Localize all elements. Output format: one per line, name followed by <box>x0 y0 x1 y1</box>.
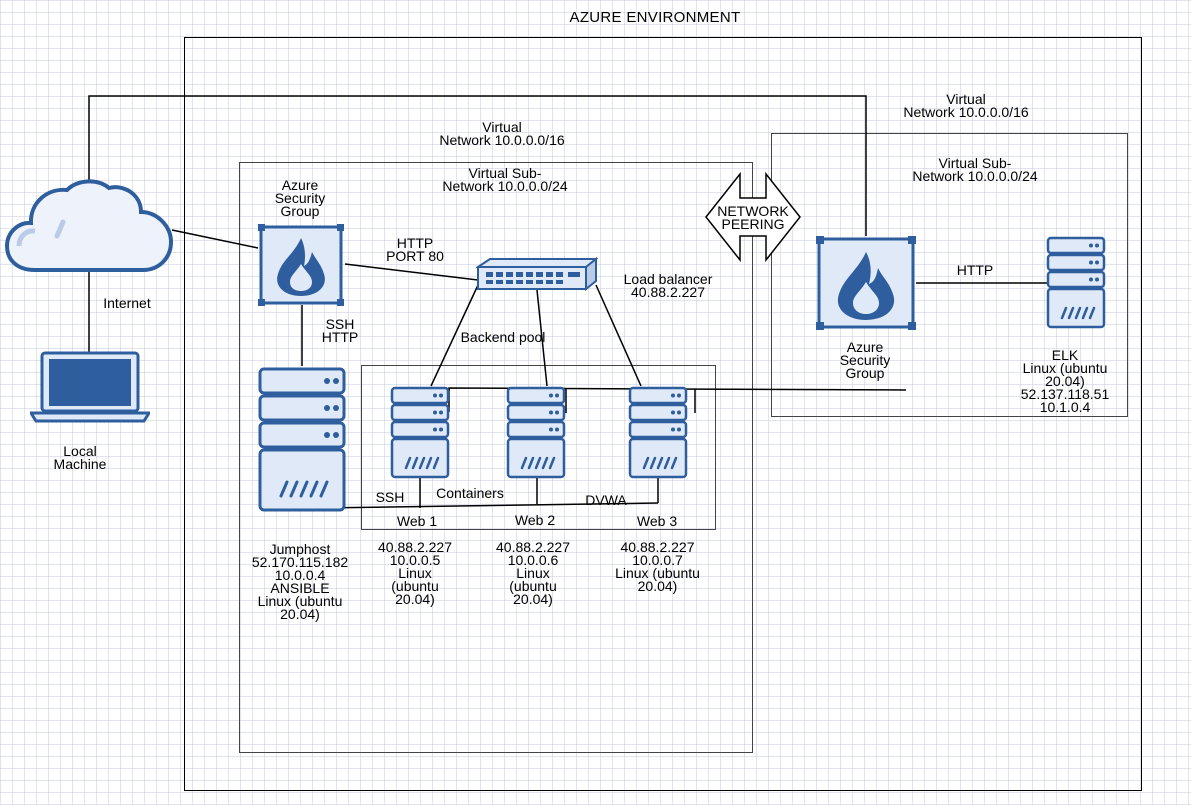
vnet-right-label: Virtual Network 10.0.0.0/16 <box>903 91 1029 120</box>
cloud-to-nsg-line <box>171 229 259 249</box>
nsg-to-switch-line <box>344 263 479 281</box>
laptop-icon <box>30 351 150 423</box>
web-servers-box <box>361 365 716 530</box>
web2-server-icon <box>506 386 566 479</box>
local-machine-label: Local Machine <box>53 443 107 472</box>
right-vnet-box <box>771 133 1128 417</box>
web2-details: 40.88.2.227 10.0.0.6 Linux (ubuntu 20.04… <box>496 539 570 607</box>
ssh-bus-line <box>319 502 659 509</box>
web3-details: 40.88.2.227 10.0.0.7 Linux (ubuntu 20.04… <box>615 539 700 594</box>
nsg-right-label: Azure Security Group <box>839 339 891 381</box>
dvwa-label: DVWA <box>585 492 627 508</box>
elk-server-icon <box>1046 236 1106 329</box>
azure-environment-box <box>184 37 1142 791</box>
nsg-shield-icon-right <box>816 236 916 330</box>
vnet-left-label: Virtual Network 10.0.0.0/16 <box>439 119 565 148</box>
subnet-left-label: Virtual Sub- Network 10.0.0.0/24 <box>442 165 568 194</box>
containers-label: Containers <box>436 485 504 501</box>
web3-server-icon <box>628 386 688 479</box>
switch-to-web2-line <box>536 289 548 387</box>
jumphost-server-icon <box>258 367 346 512</box>
web1-details: 40.88.2.227 10.0.0.5 Linux (ubuntu 20.04… <box>378 539 452 607</box>
elk-label: ELK Linux (ubuntu 20.04) 52.137.118.51 1… <box>1020 347 1110 415</box>
internet-cloud-icon <box>5 179 174 272</box>
load-balancer-switch-icon <box>476 257 598 291</box>
http-elk-label: HTTP <box>956 262 994 278</box>
cloud-to-elk-nsg-line <box>88 95 867 236</box>
backend-pool-label: Backend pool <box>460 329 546 345</box>
diagram-title: AZURE ENVIRONMENT <box>569 9 741 26</box>
web1-name: Web 1 <box>396 513 438 529</box>
http-port80-label: HTTP PORT 80 <box>386 235 444 264</box>
web3-name: Web 3 <box>636 513 678 529</box>
ssh-label: SSH <box>375 489 405 505</box>
web1-server-icon <box>390 386 450 479</box>
network-peering-label: NETWORK PEERING <box>717 203 789 232</box>
nsg-left-label: Azure Security Group <box>274 177 326 219</box>
ssh-http-label: SSH HTTP <box>321 316 359 345</box>
internet-label: Internet <box>103 295 151 311</box>
subnet-right-label: Virtual Sub- Network 10.0.0.0/24 <box>912 155 1038 184</box>
left-subnet-box <box>239 162 753 753</box>
switch-to-web3-line <box>595 284 642 387</box>
network-peering-arrow-icon <box>705 172 801 262</box>
jumphost-label: Jumphost 52.170.115.182 10.0.0.4 ANSIBLE… <box>251 541 349 622</box>
web2-name: Web 2 <box>514 512 556 528</box>
load-balancer-label: Load balancer 40.88.2.227 <box>623 271 713 300</box>
nsg-shield-icon <box>258 224 344 306</box>
switch-to-web1-line <box>430 284 479 387</box>
